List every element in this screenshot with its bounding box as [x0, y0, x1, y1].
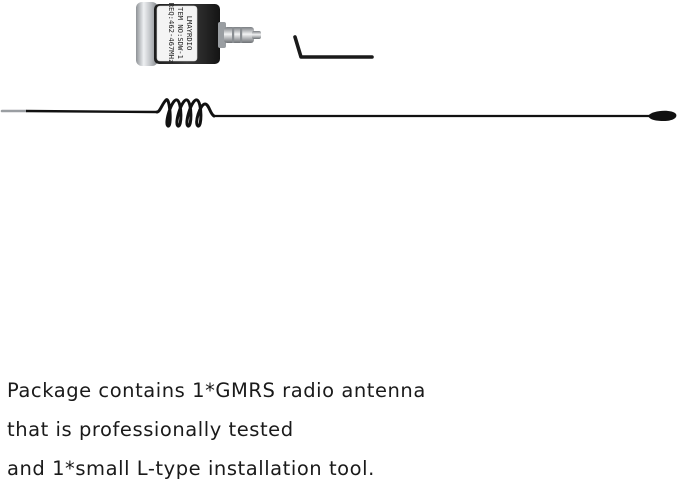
caption-line-1: Package contains 1*GMRS radio antenna: [7, 379, 426, 402]
caption-line-3: and 1*small L-type installation tool.: [7, 457, 375, 480]
antenna-base: LMAYRDIO TEM NO:SDW-1 REQ:462-467MHz: [136, 2, 261, 66]
product-photo: LMAYRDIO TEM NO:SDW-1 REQ:462-467MHz: [0, 2, 677, 128]
base-label-line1: LMAYRDIO: [185, 16, 194, 51]
base-label-sticker: [156, 5, 198, 62]
antenna-coil: [155, 98, 216, 128]
package-description: Package contains 1*GMRS radio antenna th…: [7, 371, 667, 488]
base-label-line3: REQ:462-467MHz: [167, 3, 176, 64]
caption-line-2: that is professionally tested: [7, 418, 294, 441]
l-type-tool-icon: [293, 35, 374, 59]
base-label-line2: TEM NO:SDW-1: [176, 7, 185, 59]
antenna-whip: [0, 98, 677, 128]
